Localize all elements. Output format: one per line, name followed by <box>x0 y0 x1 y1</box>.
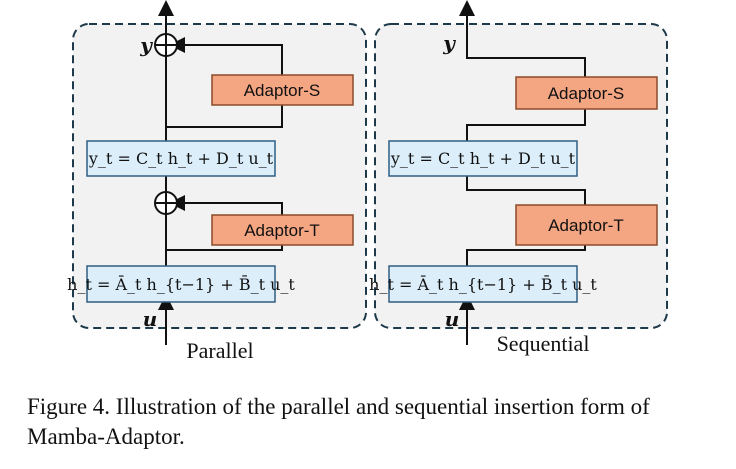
sequential-adaptor-s-label: Adaptor-S <box>548 84 625 103</box>
parallel-input-label: u <box>143 307 158 331</box>
parallel-adaptor-s-bypass <box>166 105 283 128</box>
parallel-adaptor-t-return <box>169 195 283 215</box>
parallel-panel: Adaptor-S Adaptor-T y_t = C_t h_t + D_t … <box>67 0 367 363</box>
parallel-adaptor-s-box <box>211 74 354 106</box>
sequential-panel: Adaptor-S Adaptor-T y_t = C_t h_t + D_t … <box>369 0 668 356</box>
parallel-sum-node-upper <box>154 33 178 57</box>
sequential-panel-label: Sequential <box>497 331 590 356</box>
sequential-path-to-adaptor-s <box>466 109 586 141</box>
mamba-adaptor-diagram: Adaptor-S Adaptor-T y_t = C_t h_t + D_t … <box>67 0 668 363</box>
sequential-state-eq-box <box>388 265 578 303</box>
sequential-path-to-output-eq <box>466 176 586 205</box>
parallel-output-eq: y_t = C_t h_t + D_t u_t <box>88 149 274 168</box>
sequential-output-label: y <box>442 31 456 55</box>
sequential-input-label: u <box>445 307 460 331</box>
sequential-output-eq-box <box>388 140 578 177</box>
sequential-path-to-output <box>459 0 586 77</box>
parallel-output-label: y <box>139 33 153 57</box>
sequential-state-eq: h_t = Ā_t h_{t−1} + B̄_t u_t <box>369 273 597 294</box>
parallel-state-eq: h_t = Ā_t h_{t−1} + B̄_t u_t <box>67 273 295 294</box>
figure-caption: Figure 4. Illustration of the parallel a… <box>27 394 650 449</box>
parallel-adaptor-s-label: Adaptor-S <box>244 81 321 100</box>
parallel-panel-label: Parallel <box>186 338 253 363</box>
sequential-path-to-adaptor-t <box>466 245 586 266</box>
parallel-output-eq-box <box>86 140 276 177</box>
sequential-output-eq: y_t = C_t h_t + D_t u_t <box>390 149 576 168</box>
sequential-adaptor-s-box <box>515 76 658 110</box>
sequential-adaptor-t-box <box>515 204 658 246</box>
parallel-state-eq-box <box>86 265 276 303</box>
parallel-sum-node-lower <box>154 191 178 215</box>
parallel-adaptor-t-label: Adaptor-T <box>244 221 320 240</box>
parallel-adaptor-t-box <box>211 214 354 246</box>
parallel-adaptor-t-bypass <box>166 245 283 251</box>
parallel-adaptor-s-return <box>169 37 283 75</box>
sequential-adaptor-t-label: Adaptor-T <box>548 216 624 235</box>
